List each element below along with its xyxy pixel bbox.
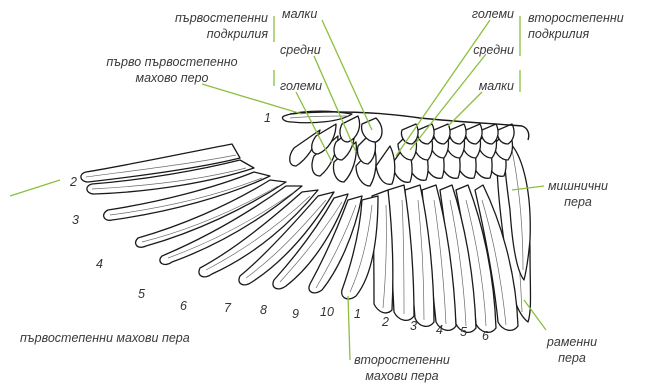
primary-coverts-label-line1: първостепенни [175,11,268,25]
secondary-feathers [372,185,518,332]
primary-number-8: 8 [260,303,267,317]
primary-number-2: 2 [69,175,77,189]
alula-label-line1: първо първостепенно [106,55,237,69]
median-coverts-right-label: средни [473,43,514,57]
primary-feathers-label: първостепенни махови пера [20,331,190,345]
scapular-label-line2: пера [558,351,586,365]
primary-number-4: 4 [96,257,103,271]
secondary-number-6: 6 [482,329,489,343]
lesser-coverts-right-label: малки [479,79,514,93]
secondary-number-2: 2 [381,315,389,329]
wing-illustration [81,111,531,332]
secondary-coverts-label-line1: второстепенни [528,11,624,25]
secondary-feathers-label-line1: второстепенни [354,353,450,367]
primary-number-10: 10 [320,305,334,319]
primary-number-6: 6 [180,299,187,313]
primary-number-9: 9 [292,307,299,321]
primary-number-1: 1 [264,111,271,125]
median-coverts-left-label: средни [280,43,321,57]
alula-label-line2: махово перо [136,71,209,85]
secondary-number-3: 3 [410,319,417,333]
alula-feather [282,111,352,123]
primary-number-7: 7 [224,301,232,315]
secondary-number-4: 4 [436,323,443,337]
secondary-feathers-label-line2: махови пера [365,369,438,383]
secondary-coverts-label-line2: подкрилия [528,27,590,41]
secondary-number-1: 1 [354,307,361,321]
secondary-number-5: 5 [460,325,467,339]
scapular-label-line1: раменни [546,335,597,349]
greater-coverts-right-label: големи [472,7,514,21]
axillary-label-line2: пера [564,195,592,209]
lesser-coverts-left-label: малки [282,7,317,21]
greater-coverts-left-label: големи [280,79,322,93]
primary-number-3: 3 [72,213,79,227]
axillary-label-line1: мишнични [548,179,608,193]
primary-number-5: 5 [138,287,145,301]
primary-coverts-label-line2: подкрилия [207,27,269,41]
